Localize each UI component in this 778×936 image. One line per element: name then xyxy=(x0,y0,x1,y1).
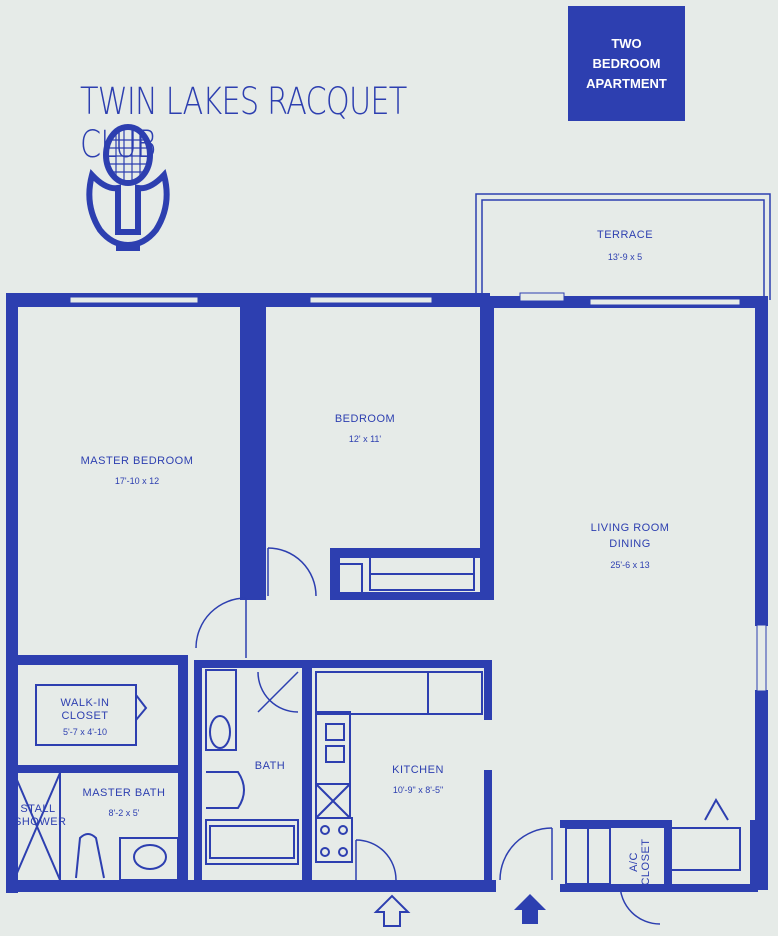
master-bedroom-size: 17'-10 x 12 xyxy=(114,476,160,486)
entry-arrow-solid-icon xyxy=(514,894,546,924)
door-swings xyxy=(195,547,661,925)
ac-line-1: A/C xyxy=(628,852,640,872)
kitchen-size: 10'-9" x 8'-5" xyxy=(392,785,444,795)
walk-in-size: 5'-7 x 4'-10 xyxy=(63,727,107,737)
ac-label: A/C CLOSET xyxy=(628,822,652,902)
windows xyxy=(69,292,767,692)
master-bath-label: MASTER BATH xyxy=(82,787,166,799)
shower-label: SHOWER xyxy=(14,816,67,828)
apartment-type-badge: TWO BEDROOM APARTMENT xyxy=(568,6,685,121)
fixtures xyxy=(13,553,741,885)
master-bath-size: 8'-2 x 5' xyxy=(108,808,140,818)
bath-label: BATH xyxy=(254,760,286,772)
bedroom-size: 12' x 11' xyxy=(348,434,382,444)
badge-line-3: APARTMENT xyxy=(586,75,667,91)
terrace-outline xyxy=(475,193,771,300)
stall-label: STALL xyxy=(20,803,56,815)
badge-line-2: BEDROOM xyxy=(592,55,661,71)
bedroom-label: BEDROOM xyxy=(334,413,396,425)
closet-label: CLOSET xyxy=(61,710,109,722)
entry-arrow-outline-icon xyxy=(373,894,411,927)
kitchen-label: KITCHEN xyxy=(392,764,444,776)
ac-line-2: CLOSET xyxy=(640,838,652,886)
tennis-racquet-logo-icon xyxy=(86,124,170,251)
living-room-size: 25'-6 x 13 xyxy=(610,560,650,570)
walk-in-label: WALK-IN xyxy=(60,697,110,709)
terrace-size: 13'-9 x 5 xyxy=(607,252,643,262)
badge-line-1: TWO xyxy=(611,35,642,51)
living-room-label: LIVING ROOM xyxy=(590,522,670,534)
dining-label: DINING xyxy=(609,538,651,550)
club-name: TWIN LAKES RACQUET CLUB xyxy=(80,80,407,166)
terrace-label: TERRACE xyxy=(596,229,654,241)
master-bedroom-label: MASTER BEDROOM xyxy=(80,455,194,467)
